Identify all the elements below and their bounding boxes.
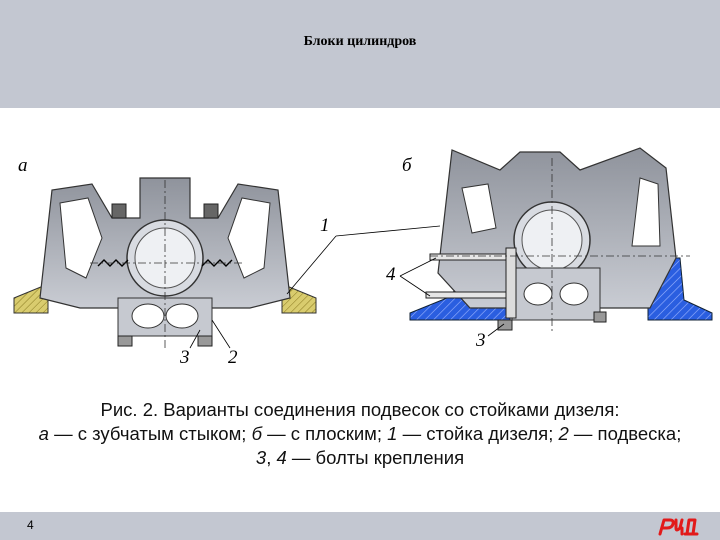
callout-3-right: 3: [475, 330, 486, 351]
caption-text-a: — с зубчатым стыком;: [48, 423, 252, 444]
figure-illustration: а б 1 2 3 3 4: [0, 108, 720, 508]
left-bolt-top-2: [203, 203, 219, 219]
caption-line-2: а — с зубчатым стыком; б — с плоским; 1 …: [0, 422, 720, 446]
left-mount-drawing: [13, 177, 337, 349]
callout-4: 4: [386, 264, 396, 285]
caption-ref-a: а: [38, 423, 49, 444]
caption-ref-1: 1: [387, 423, 398, 444]
caption-line-3: 3, 4 — болты крепления: [0, 446, 720, 470]
left-bolt-top-1: [111, 203, 127, 219]
caption-ref-2: 2: [558, 423, 569, 444]
right-window: [227, 197, 271, 279]
right-bolt-upper: [429, 253, 511, 261]
right-window-right: [631, 177, 661, 247]
footer-bar: 4: [0, 512, 720, 540]
right-hanger-hole-1: [523, 282, 553, 306]
left-bolt-bottom-1: [117, 335, 133, 347]
right-mount-drawing: [335, 147, 713, 337]
header-bar: Блоки цилиндров: [0, 0, 720, 108]
callout-2: 2: [228, 347, 238, 368]
right-bolt-lower: [425, 291, 511, 299]
page-number: 4: [27, 518, 34, 532]
right-flange-hatch: [281, 283, 317, 314]
caption-ref-3: 3: [255, 447, 267, 468]
right-bolt-bottom-2: [593, 311, 607, 323]
label-b: б: [402, 155, 413, 176]
caption-text-1: — стойка дизеля;: [397, 423, 559, 444]
label-a: а: [18, 155, 28, 176]
right-hanger-hole-2: [559, 282, 589, 306]
callout-3-left: 3: [179, 347, 190, 368]
rzd-logo: [658, 518, 699, 536]
right-serrated-joint: [201, 259, 233, 267]
figure-caption: Рис. 2. Варианты соединения подвесок со …: [0, 398, 720, 470]
engine-mount-drawing: а б 1 2 3 3 4: [13, 147, 713, 368]
right-window-left: [461, 183, 497, 234]
caption-ref-b: б: [251, 423, 262, 444]
caption-line-1: Рис. 2. Варианты соединения подвесок со …: [100, 399, 620, 420]
right-side-plate: [505, 247, 517, 319]
left-window: [59, 197, 103, 279]
caption-text-2: — подвеска;: [568, 423, 682, 444]
caption-sep: ,: [266, 447, 277, 468]
caption-ref-4: 4: [276, 447, 287, 468]
left-bolt-bottom-2: [197, 335, 213, 347]
right-bolt-bottom-1: [497, 319, 513, 331]
caption-text-bolts: — болты крепления: [286, 447, 465, 468]
caption-text-b: — с плоским;: [262, 423, 388, 444]
left-hanger-hole-2: [165, 303, 199, 329]
callout-1: 1: [320, 215, 330, 236]
left-hanger-hole-1: [131, 303, 165, 329]
left-flange-hatch: [13, 283, 49, 314]
slide-title: Блоки цилиндров: [303, 34, 417, 49]
